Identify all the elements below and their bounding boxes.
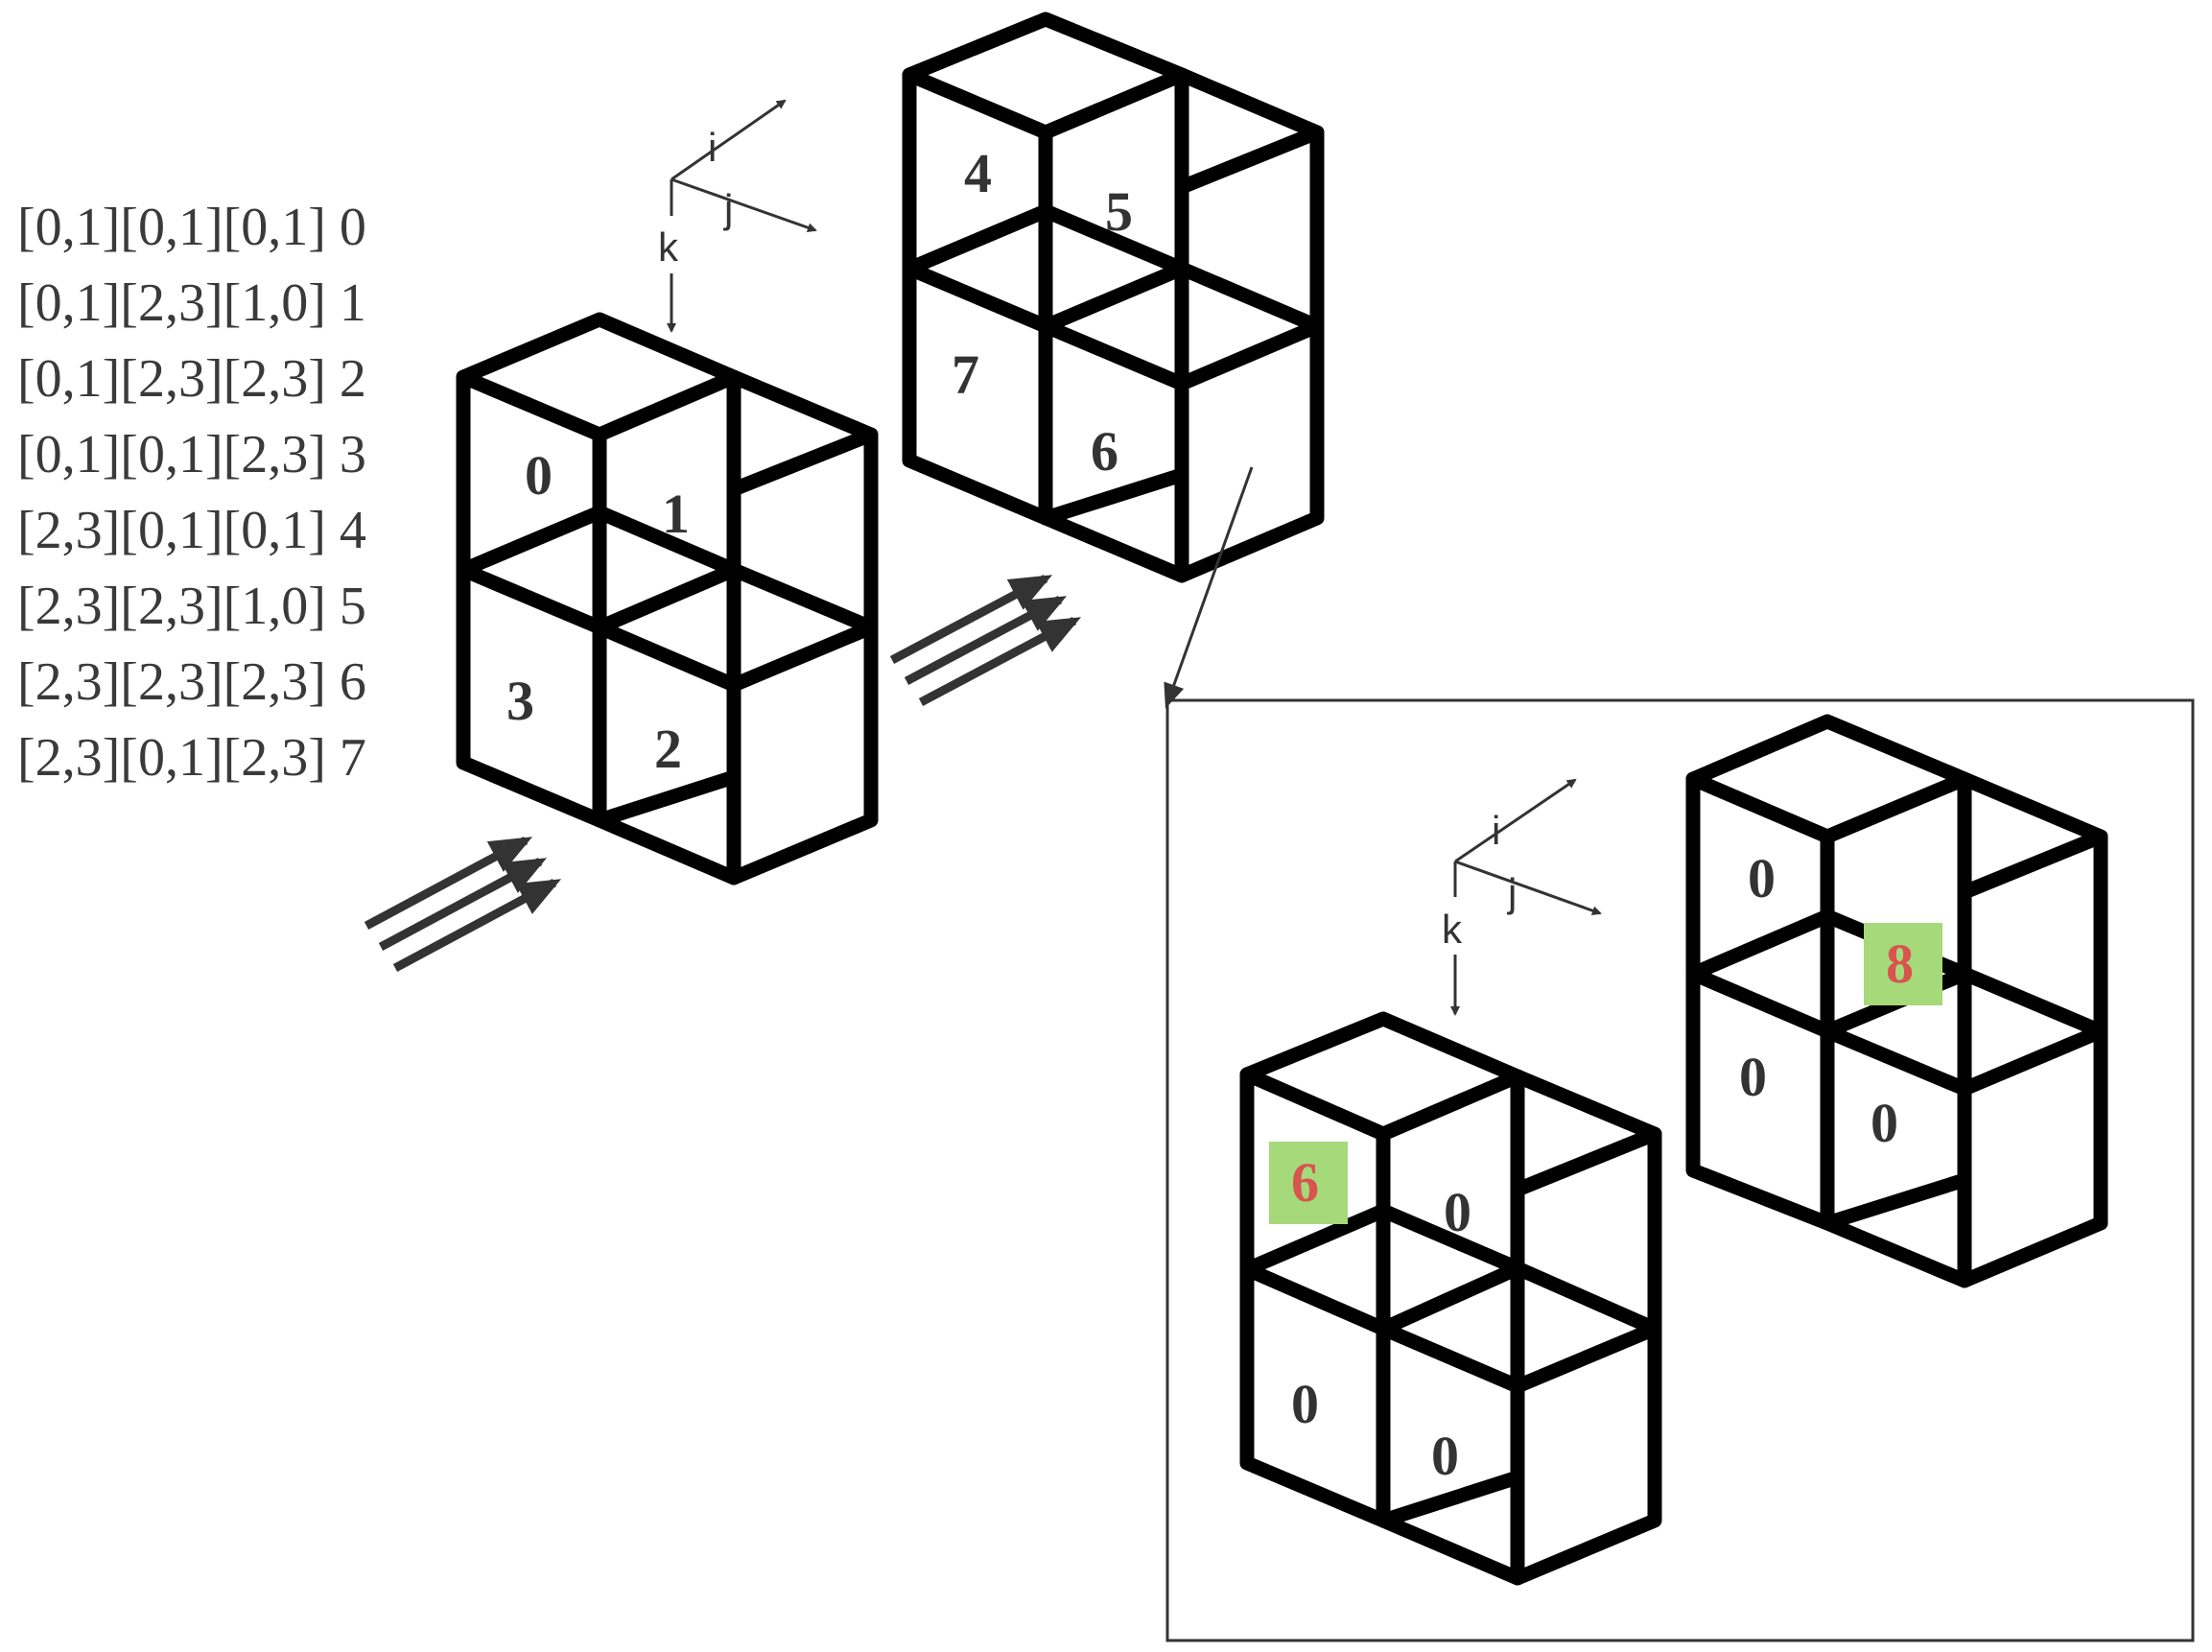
k-axis-label: k [1442,907,1463,952]
cell-label: 0 [1291,1373,1319,1435]
legend-row: [2,3][0,1][2,3] 7 [17,728,366,788]
i-axis-arrow [1454,778,1577,863]
highlight-box [1864,923,1942,1005]
axes-indicator-inset: i j k [1442,778,1602,1016]
cell-label: 1 [662,483,690,545]
cell-label-highlighted: 8 [1886,932,1914,995]
cell-label: 3 [506,670,534,732]
index-legend: [0,1][0,1][0,1] 0 [0,1][2,3][1,0] 1 [0,1… [17,198,366,788]
i-axis-label: i [708,125,717,170]
i-axis-label: i [1492,808,1500,853]
j-axis-label: j [722,186,733,231]
inset-panel [1165,698,2195,1642]
legend-row: [0,1][0,1][2,3] 3 [17,425,366,484]
flow-arrows-middle [889,575,1082,706]
cell-label: 4 [964,142,992,204]
legend-row: [2,3][2,3][1,0] 5 [17,577,366,636]
i-axis-arrow [671,99,787,181]
cube-block-a: 0 1 3 2 [456,312,879,885]
legend-row: [2,3][2,3][2,3] 6 [17,652,366,712]
j-axis-arrow [671,177,817,233]
legend-row: [0,1][2,3][2,3] 2 [17,349,366,409]
cube-block-d: 0 8 0 0 [1685,714,2108,1288]
highlight-box [1269,1142,1348,1224]
cube-block-b: 4 5 7 6 [902,12,1325,583]
cell-label: 2 [654,718,682,780]
cell-label: 0 [1444,1181,1471,1243]
legend-row: [2,3][0,1][0,1] 4 [17,501,366,560]
cell-label: 0 [1748,847,1776,909]
axes-indicator-top: i j k [658,99,817,333]
cell-label: 0 [1739,1046,1767,1108]
cell-label: 0 [1431,1425,1459,1487]
j-axis-arrow [1454,860,1602,916]
k-axis-label: k [658,224,679,270]
cell-label: 0 [1871,1092,1898,1154]
legend-row: [0,1][0,1][0,1] 0 [17,198,366,257]
cube-block-c: 6 0 0 0 [1239,1011,1662,1586]
cell-label-highlighted: 6 [1291,1151,1319,1214]
zoom-pointer-arrow [1164,466,1254,709]
cell-label: 0 [525,444,553,507]
cell-label: 6 [1091,420,1118,483]
flow-arrows-left [364,837,562,972]
j-axis-label: j [1506,870,1517,915]
legend-row: [0,1][2,3][1,0] 1 [17,273,366,333]
cell-label: 5 [1105,180,1133,243]
cell-label: 7 [952,343,979,406]
